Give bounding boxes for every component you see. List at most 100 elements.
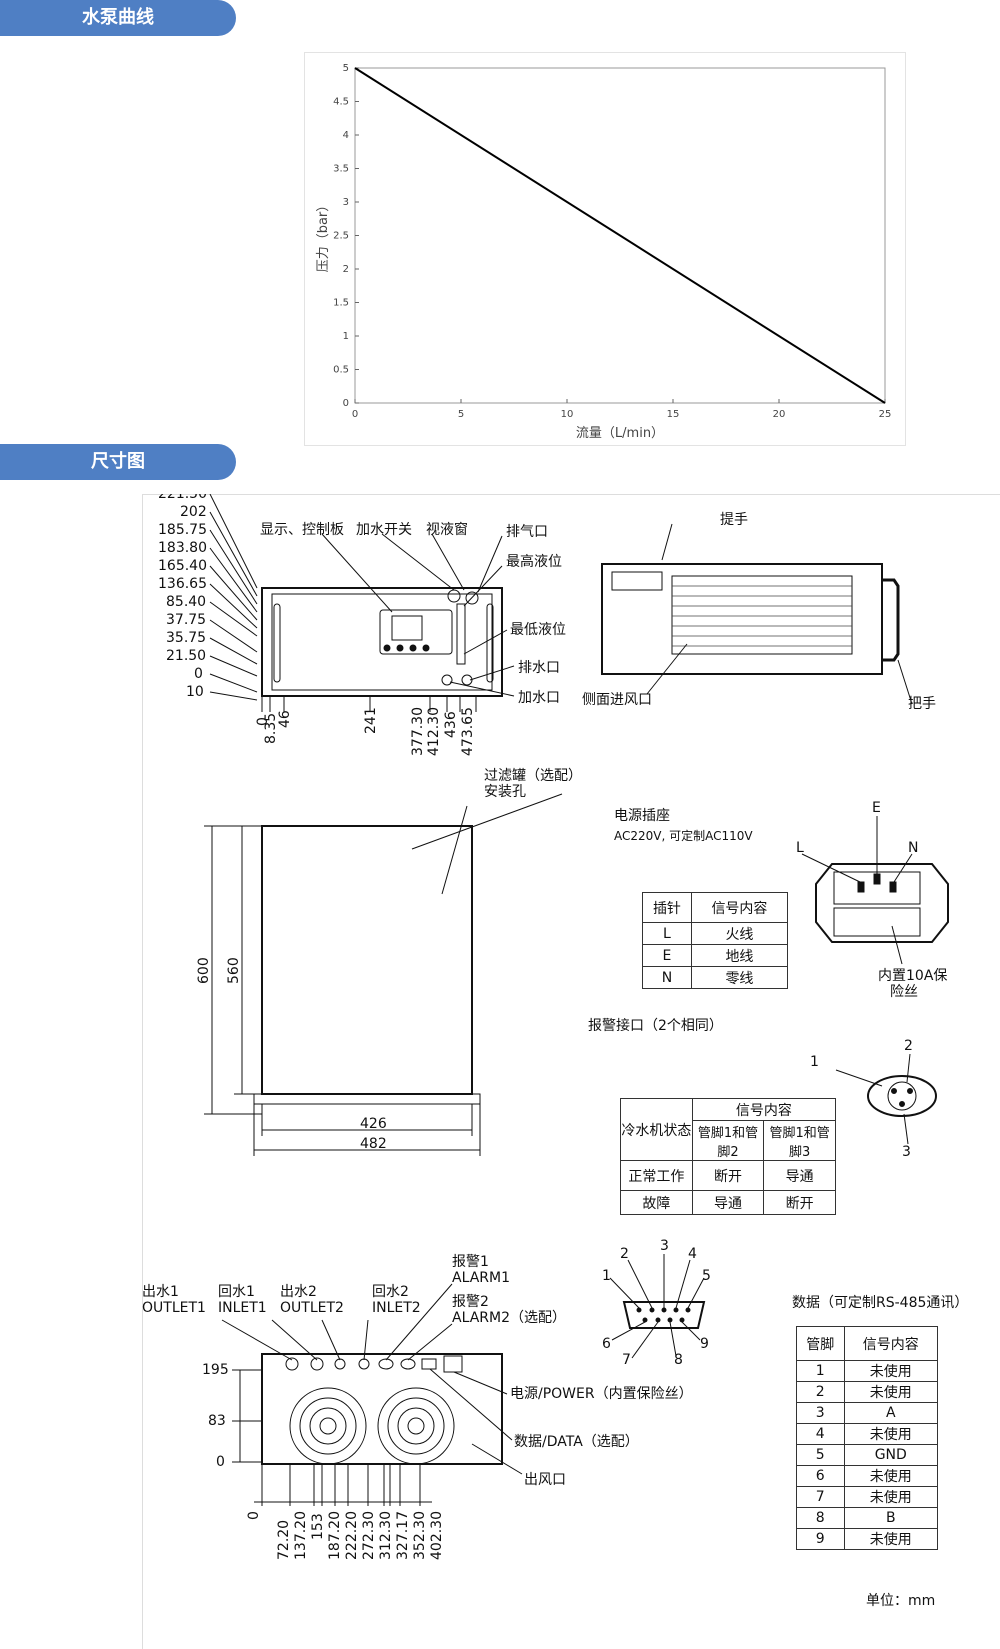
- db9-pin-7: 7: [622, 1352, 631, 1368]
- table-cell: 未使用: [843, 1360, 939, 1382]
- label-sight-glass: 视液窗: [426, 521, 468, 538]
- front-dim-3: 183.80: [158, 540, 207, 556]
- db9-pin-6: 6: [602, 1336, 611, 1352]
- label-outlet2: 出水2: [280, 1284, 317, 1300]
- db9-pin-3: 3: [660, 1238, 669, 1254]
- table-cell: 断开: [691, 1160, 765, 1191]
- table-cell: 火线: [690, 922, 789, 945]
- front-dim-5: 136.65: [158, 576, 207, 592]
- table-cell: 未使用: [843, 1465, 939, 1487]
- table-cell: GND: [843, 1444, 939, 1466]
- section-header-dimensions: 尺寸图: [0, 444, 236, 480]
- alarm-pin-2: 2: [904, 1038, 913, 1054]
- front-dim-1: 202: [180, 504, 207, 520]
- table-cell: 7: [796, 1486, 845, 1508]
- label-lift-handle: 提手: [720, 512, 748, 528]
- front-dim-11: 10: [186, 684, 204, 700]
- front-dim-0: 221.50: [158, 494, 207, 502]
- db9-pin-8: 8: [674, 1352, 683, 1368]
- rear-hdim-0: 0: [246, 1511, 262, 1520]
- front-hdim-4: 377.30: [410, 707, 426, 756]
- y-tick-label: 0.5: [333, 365, 349, 376]
- table-cell: A: [843, 1402, 939, 1424]
- label-alarm1-en: ALARM1: [452, 1270, 510, 1286]
- inlet1-port: [310, 1357, 324, 1371]
- db9-pin-2: 2: [620, 1246, 629, 1262]
- outlet2-port: [334, 1358, 346, 1370]
- y-tick-label: 0: [343, 398, 349, 409]
- front-view-inner: [271, 593, 493, 691]
- front-dim-8: 35.75: [166, 630, 206, 646]
- y-tick-label: 4: [343, 130, 349, 141]
- drain-port: [461, 674, 473, 686]
- data-header-pin: 管脚: [796, 1326, 845, 1361]
- table-cell: 零线: [690, 966, 789, 989]
- label-inlet1: 回水1: [218, 1284, 255, 1300]
- power-socket-title: 电源插座: [614, 808, 670, 824]
- x-tick-label: 15: [667, 409, 680, 420]
- fuse-drawer: [833, 907, 921, 937]
- rear-hdim-4: 187.20: [327, 1511, 343, 1560]
- y-tick-label: 3: [343, 197, 349, 208]
- dim-426: 426: [360, 1116, 387, 1132]
- label-drain: 排水口: [518, 660, 560, 676]
- front-dim-9: 21.50: [166, 648, 206, 664]
- side-view-body: [601, 563, 883, 675]
- db9-pin-9: 9: [700, 1336, 709, 1352]
- label-side-inlet: 侧面进风口: [582, 692, 652, 708]
- label-inlet1-en: INLET1: [218, 1300, 267, 1316]
- table-cell: 6: [796, 1465, 845, 1487]
- power-header-signal: 信号内容: [690, 892, 789, 923]
- power-port: [443, 1355, 463, 1373]
- front-hdim-2: 46: [277, 710, 293, 728]
- label-max-level: 最高液位: [506, 553, 562, 570]
- inlet2-port: [358, 1358, 370, 1370]
- front-hdim-7: 473.65: [460, 707, 476, 756]
- table-cell: 导通: [691, 1190, 765, 1215]
- front-dim-2: 185.75: [158, 522, 207, 538]
- label-alarm2-en: ALARM2（选配）: [452, 1310, 566, 1326]
- table-cell: 5: [796, 1444, 845, 1466]
- front-hdim-5: 412.30: [426, 707, 442, 756]
- x-tick-label: 25: [879, 409, 892, 420]
- rear-vdim-1: 83: [208, 1413, 226, 1429]
- db9-pin-1: 1: [602, 1268, 611, 1284]
- rear-hdim-5: 222.20: [344, 1511, 360, 1560]
- rear-view-body: [261, 1353, 503, 1465]
- data-port: [421, 1358, 437, 1370]
- x-tick-label: 5: [458, 409, 464, 420]
- y-tick-label: 1: [343, 331, 349, 342]
- fill-switch-knob: [447, 589, 461, 603]
- front-hdim-6: 436: [443, 711, 459, 738]
- dim-482: 482: [360, 1136, 387, 1152]
- front-hdim-0: 0: [255, 717, 271, 726]
- rear-hdim-9: 352.30: [412, 1511, 428, 1560]
- fuse-label-1: 内置10A保: [878, 968, 947, 984]
- pin-label-L: L: [796, 840, 804, 856]
- unit-label: 单位：mm: [866, 1593, 936, 1609]
- side-label-plate: [611, 571, 663, 591]
- pin-label-N: N: [908, 840, 918, 856]
- table-cell: 地线: [690, 944, 789, 967]
- fuse-label-2: 险丝: [890, 984, 918, 1000]
- display-panel: [379, 609, 453, 655]
- drawing-frame: [142, 494, 1000, 1649]
- power-socket-subtitle: AC220V, 可定制AC110V: [614, 828, 753, 843]
- rear-vdim-0: 195: [202, 1362, 229, 1378]
- table-cell: 正常工作: [620, 1160, 693, 1191]
- table-cell: 未使用: [843, 1381, 939, 1403]
- display-screen: [391, 615, 423, 641]
- label-handle: 把手: [908, 696, 936, 712]
- label-alarm1: 报警1: [452, 1254, 489, 1270]
- callout-data: 数据/DATA（选配）: [514, 1434, 639, 1450]
- label-filter-1: 过滤罐（选配）: [484, 768, 582, 784]
- table-cell: 9: [796, 1528, 845, 1550]
- db9-pin-4: 4: [688, 1246, 697, 1262]
- side-handle: [882, 578, 900, 662]
- rear-vdim-2: 0: [216, 1454, 225, 1470]
- alarm-header-state: 冷水机状态: [620, 1098, 693, 1161]
- fan-left: [289, 1387, 367, 1465]
- front-hdim-1: 8.35: [263, 713, 279, 744]
